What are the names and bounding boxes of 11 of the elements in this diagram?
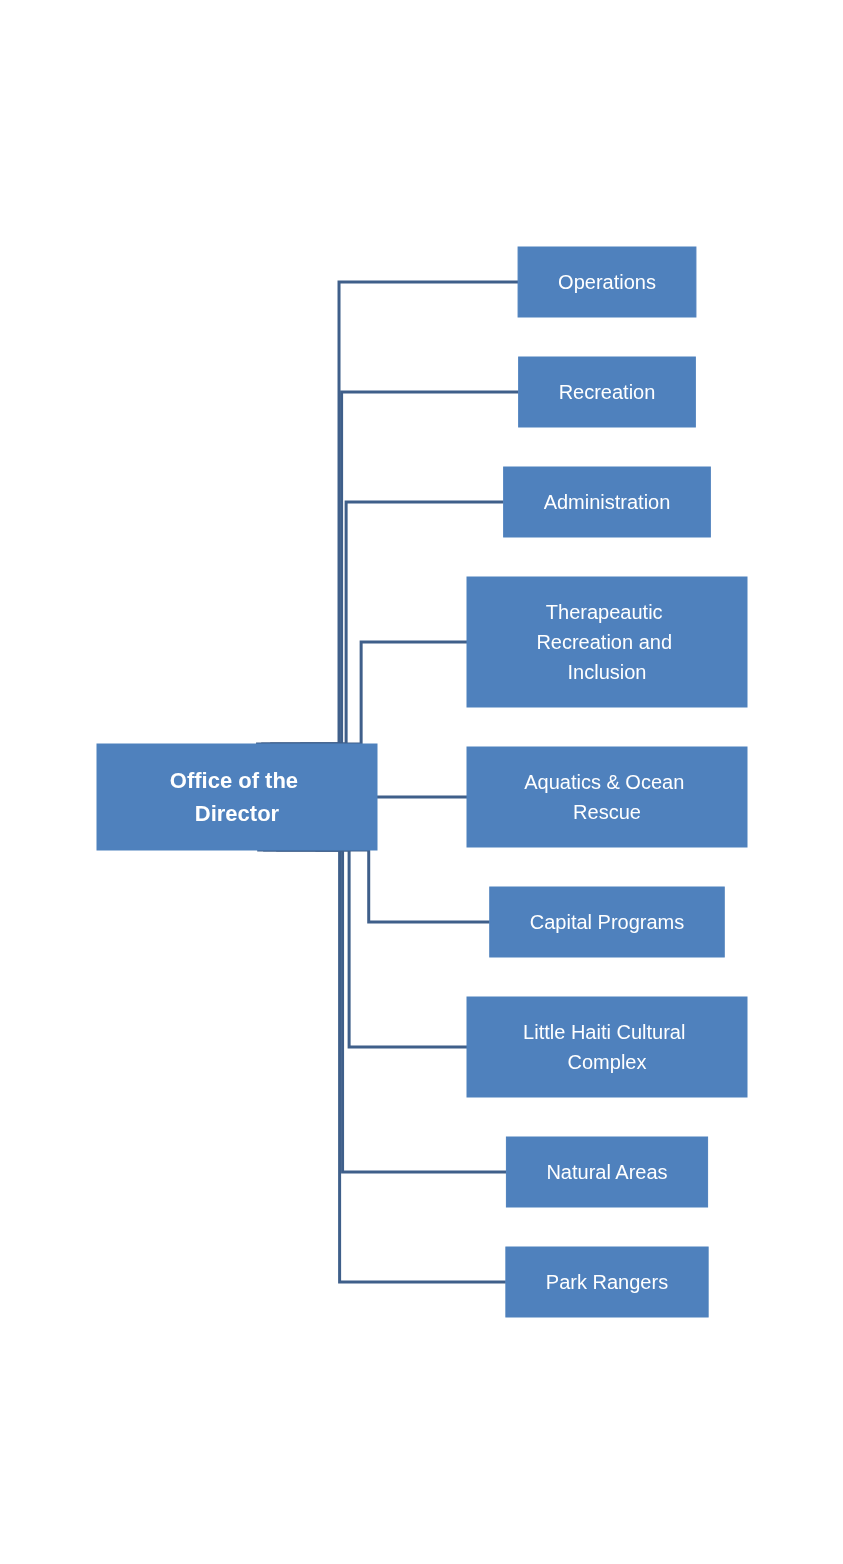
connector — [376, 795, 467, 799]
node-box: Recreation — [517, 356, 696, 428]
node-box: Office of the Director — [96, 743, 377, 851]
node-box: Aquatics & Ocean Rescue — [466, 746, 747, 848]
node-box: Operations — [517, 246, 696, 318]
node-box: Therapeautic Recreation and Inclusion — [466, 576, 747, 708]
node-box: Administration — [502, 466, 711, 538]
node-box: Natural Areas — [505, 1136, 708, 1208]
node-box: Little Haiti Cultural Complex — [466, 996, 747, 1098]
node-box: Capital Programs — [488, 886, 725, 958]
node-box: Park Rangers — [504, 1246, 709, 1318]
